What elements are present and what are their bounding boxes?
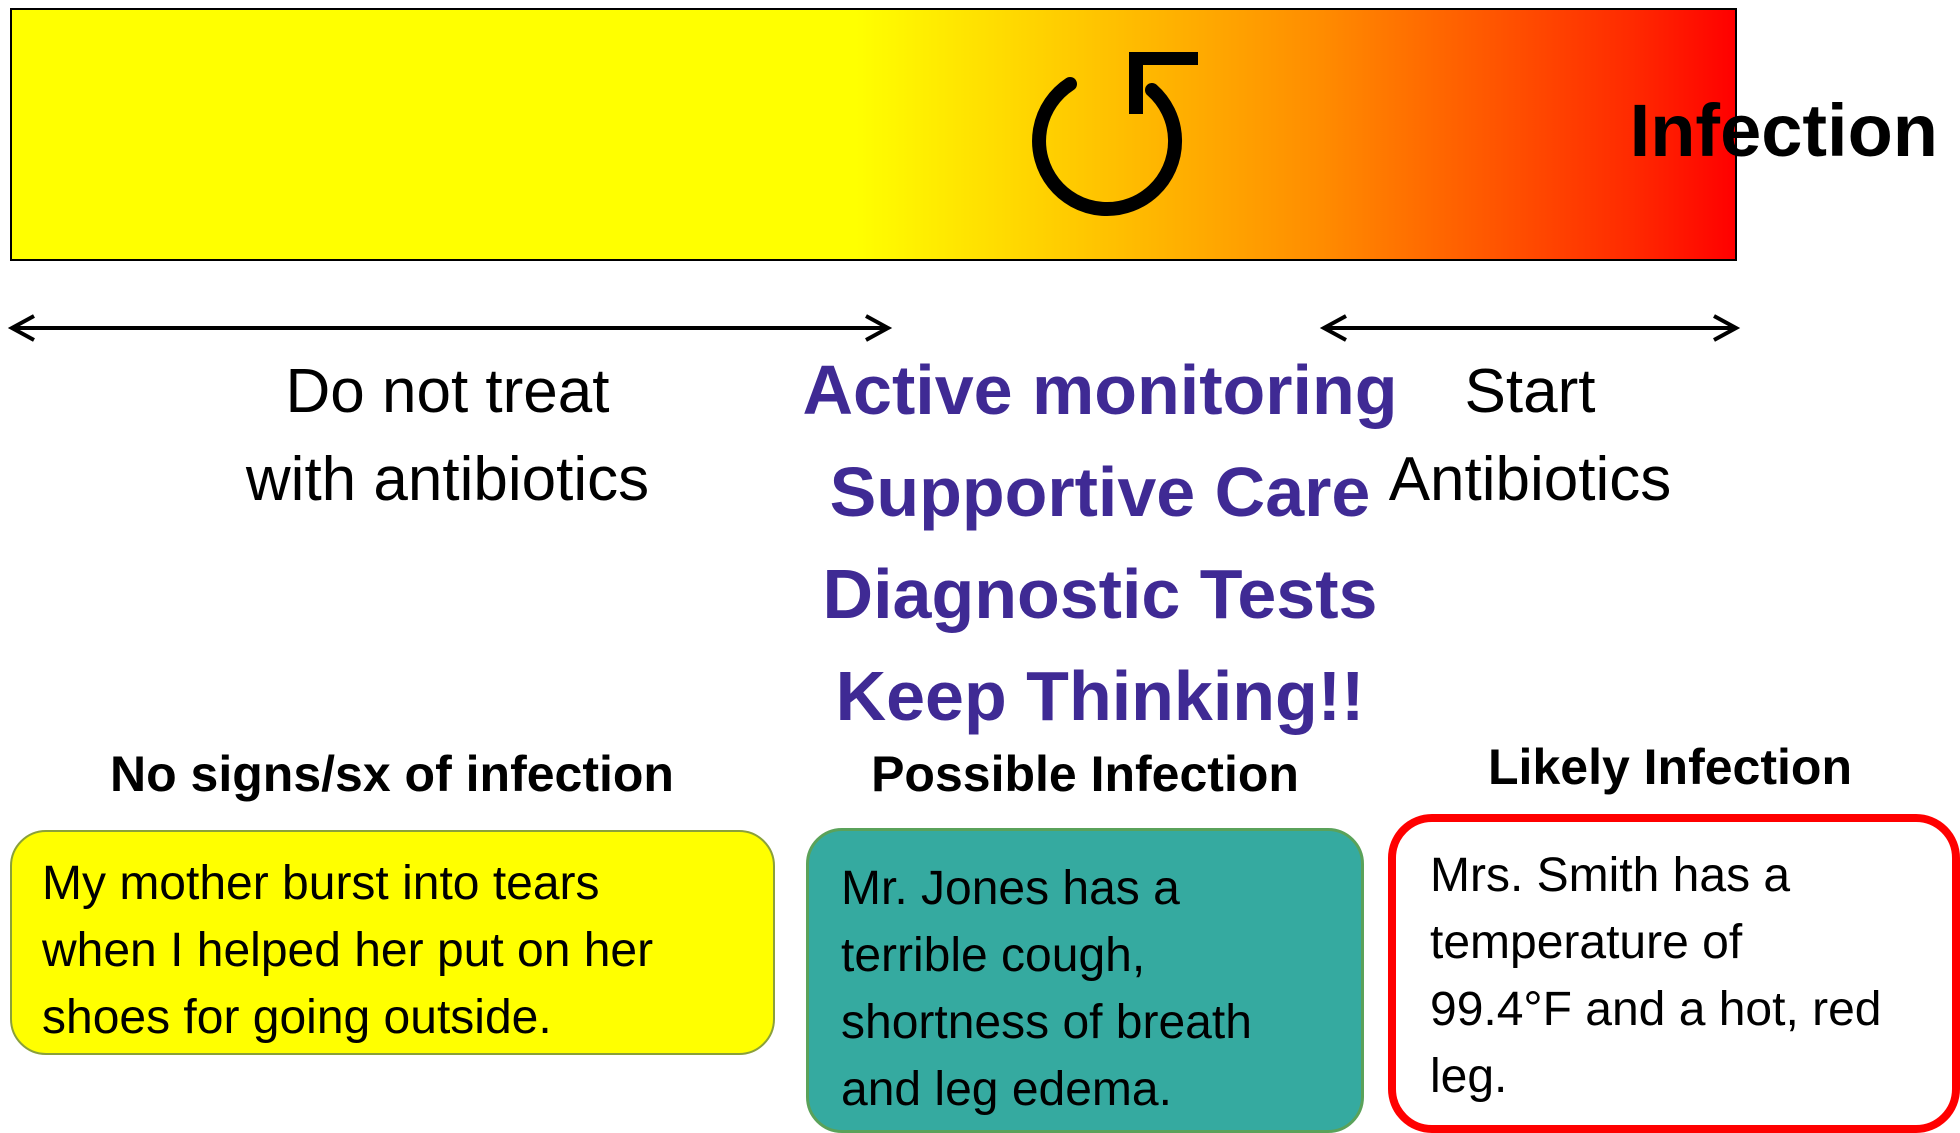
- case-line: Mr. Jones has a: [841, 862, 1180, 915]
- case-line: shortness of breath: [841, 996, 1252, 1049]
- start-antibiotics-label: Start Antibiotics: [1345, 348, 1715, 524]
- middle-action-item: Diagnostic Tests: [822, 555, 1378, 633]
- case-box-possible: Mr. Jones has a terrible cough, shortnes…: [806, 828, 1364, 1133]
- left-label-line: Do not treat: [285, 357, 610, 426]
- case-line: 99.4°F and a hot, red: [1430, 983, 1882, 1036]
- case-line: terrible cough,: [841, 929, 1146, 982]
- category-heading-no-signs: No signs/sx of infection: [110, 746, 674, 802]
- case-line: temperature of: [1430, 916, 1743, 969]
- left-label-line: with antibiotics: [245, 445, 650, 514]
- middle-action-item: Keep Thinking!!: [835, 657, 1365, 735]
- case-line: Mrs. Smith has a: [1430, 849, 1791, 902]
- right-label-line: Start: [1464, 357, 1596, 426]
- case-box-likely: Mrs. Smith has a temperature of 99.4°F a…: [1388, 814, 1960, 1133]
- case-line: leg.: [1430, 1050, 1508, 1103]
- right-label-line: Antibiotics: [1388, 445, 1672, 514]
- middle-action-item: Active monitoring: [802, 351, 1398, 429]
- infection-label: Infection: [1629, 89, 1938, 172]
- case-line: My mother burst into tears: [42, 857, 600, 910]
- case-line: shoes for going outside.: [42, 991, 552, 1044]
- middle-actions-list: Active monitoring Supportive Care Diagno…: [760, 348, 1440, 756]
- case-line: when I helped her put on her: [42, 924, 654, 977]
- middle-action-item: Supportive Care: [829, 453, 1371, 531]
- category-heading-likely: Likely Infection: [1488, 739, 1852, 795]
- case-box-no-signs: My mother burst into tears when I helped…: [10, 830, 775, 1055]
- category-heading-possible: Possible Infection: [871, 746, 1299, 802]
- counterclockwise-arrow-icon: [1012, 51, 1212, 237]
- infection-spectrum-bar: [10, 8, 1737, 261]
- do-not-treat-label: Do not treat with antibiotics: [160, 348, 735, 524]
- case-line: and leg edema.: [841, 1063, 1172, 1116]
